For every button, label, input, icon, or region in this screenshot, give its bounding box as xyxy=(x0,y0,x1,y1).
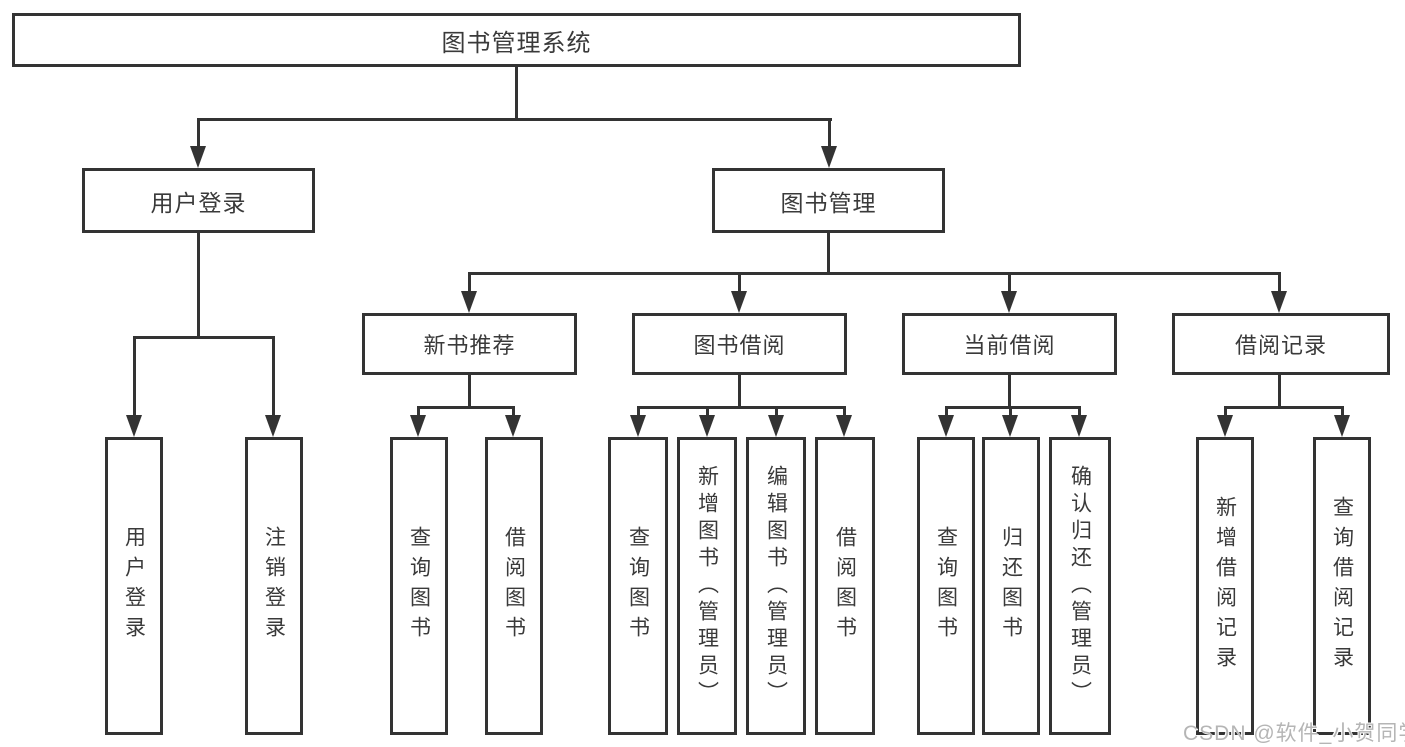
node-label: 图书管理系统 xyxy=(441,29,592,57)
connector-line xyxy=(775,406,778,420)
connector-line xyxy=(133,336,275,339)
leaf-label: 查询图书 xyxy=(407,526,431,646)
arrowhead-down-icon xyxy=(836,415,852,437)
connector-line xyxy=(468,375,471,408)
connector-line xyxy=(1009,406,1012,420)
leaf-query-book-3: 查询图书 xyxy=(917,437,975,735)
connector-line xyxy=(468,272,471,295)
leaf-query-book-1: 查询图书 xyxy=(390,437,448,735)
leaf-user-login: 用户登录 xyxy=(105,437,163,735)
connector-line xyxy=(197,118,832,121)
leaf-label: 编辑图书（管理员） xyxy=(764,464,788,708)
arrowhead-down-icon xyxy=(630,415,646,437)
arrowhead-down-icon xyxy=(126,415,142,437)
connector-line xyxy=(468,272,1281,275)
node-book-management: 图书管理 xyxy=(712,168,945,233)
connector-line xyxy=(512,406,515,420)
arrowhead-down-icon xyxy=(938,415,954,437)
leaf-add-book-admin: 新增图书（管理员） xyxy=(677,437,737,735)
arrowhead-down-icon xyxy=(410,415,426,437)
node-label: 借阅记录 xyxy=(1234,333,1327,358)
node-user-login: 用户登录 xyxy=(82,168,315,233)
leaf-borrow-book-2: 借阅图书 xyxy=(815,437,875,735)
connector-line xyxy=(637,406,640,420)
leaf-label: 新增图书（管理员） xyxy=(695,464,719,708)
connector-line xyxy=(738,272,741,295)
arrowhead-down-icon xyxy=(1002,415,1018,437)
connector-line xyxy=(1224,406,1227,420)
arrowhead-down-icon xyxy=(461,291,477,313)
leaf-logout: 注销登录 xyxy=(245,437,303,735)
leaf-label: 确认归还（管理员） xyxy=(1068,464,1092,708)
arrowhead-down-icon xyxy=(731,291,747,313)
connector-line xyxy=(1341,406,1344,420)
connector-line xyxy=(417,406,420,420)
arrowhead-down-icon xyxy=(1217,415,1233,437)
leaf-label: 查询借阅记录 xyxy=(1330,496,1354,676)
connector-line xyxy=(637,406,846,409)
arrowhead-down-icon xyxy=(190,146,206,168)
connector-line xyxy=(1008,272,1011,295)
leaf-label: 新增借阅记录 xyxy=(1213,496,1237,676)
connector-line xyxy=(706,406,709,420)
connector-line xyxy=(1078,406,1081,420)
connector-line xyxy=(1278,272,1281,295)
connector-line xyxy=(828,118,831,150)
node-label: 新书推荐 xyxy=(423,333,516,358)
arrowhead-down-icon xyxy=(821,146,837,168)
node-book-borrowing: 图书借阅 xyxy=(632,313,847,375)
connector-line xyxy=(417,406,515,409)
connector-line xyxy=(197,118,200,150)
leaf-label: 查询图书 xyxy=(626,526,650,646)
connector-line xyxy=(1278,375,1281,408)
leaf-label: 借阅图书 xyxy=(502,526,526,646)
arrowhead-down-icon xyxy=(1334,415,1350,437)
node-new-book-recommend: 新书推荐 xyxy=(362,313,577,375)
connector-line xyxy=(1008,375,1011,408)
connector-line xyxy=(945,406,1081,409)
connector-line xyxy=(133,336,136,418)
leaf-label: 查询图书 xyxy=(934,526,958,646)
leaf-query-borrow-record: 查询借阅记录 xyxy=(1313,437,1371,735)
arrowhead-down-icon xyxy=(699,415,715,437)
node-label: 图书管理 xyxy=(780,189,877,216)
arrowhead-down-icon xyxy=(768,415,784,437)
node-borrowing-records: 借阅记录 xyxy=(1172,313,1390,375)
leaf-label: 用户登录 xyxy=(122,526,146,646)
leaf-label: 借阅图书 xyxy=(833,526,857,646)
arrowhead-down-icon xyxy=(1271,291,1287,313)
connector-line xyxy=(515,67,518,118)
node-label: 当前借阅 xyxy=(963,333,1056,358)
connector-line xyxy=(843,406,846,420)
connector-line xyxy=(738,375,741,408)
leaf-label: 归还图书 xyxy=(999,526,1023,646)
leaf-add-borrow-record: 新增借阅记录 xyxy=(1196,437,1254,735)
connector-line xyxy=(1224,406,1344,409)
csdn-watermark: CSDN @软件_小贺同学 xyxy=(1183,722,1405,745)
leaf-edit-book-admin: 编辑图书（管理员） xyxy=(746,437,806,735)
arrowhead-down-icon xyxy=(1001,291,1017,313)
connector-line xyxy=(945,406,948,420)
leaf-query-book-2: 查询图书 xyxy=(608,437,668,735)
connector-line xyxy=(827,233,830,272)
arrowhead-down-icon xyxy=(1071,415,1087,437)
leaf-return-book: 归还图书 xyxy=(982,437,1040,735)
leaf-borrow-book-1: 借阅图书 xyxy=(485,437,543,735)
node-current-borrowing: 当前借阅 xyxy=(902,313,1117,375)
arrowhead-down-icon xyxy=(505,415,521,437)
connector-line xyxy=(272,336,275,418)
node-library-management-system: 图书管理系统 xyxy=(12,13,1021,67)
connector-line xyxy=(197,233,200,336)
leaf-confirm-return-admin: 确认归还（管理员） xyxy=(1049,437,1111,735)
arrowhead-down-icon xyxy=(265,415,281,437)
leaf-label: 注销登录 xyxy=(262,526,286,646)
node-label: 用户登录 xyxy=(150,189,247,216)
node-label: 图书借阅 xyxy=(693,333,786,358)
